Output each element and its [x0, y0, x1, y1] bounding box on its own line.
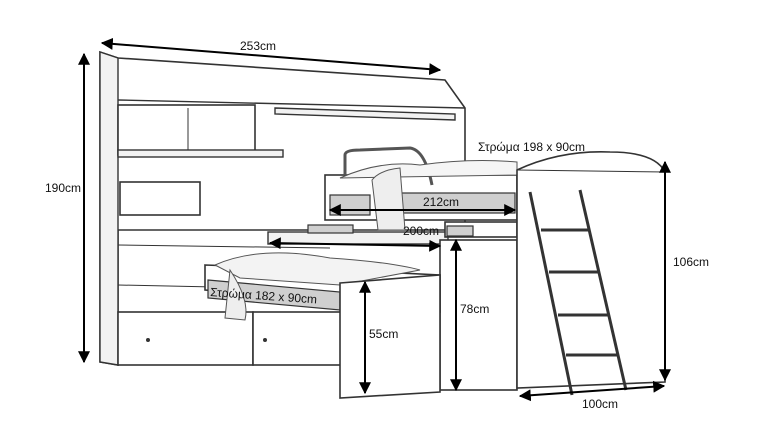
dimension-lines: [78, 37, 671, 402]
label-desk-height: 78cm: [460, 302, 489, 316]
label-platform-length: 200cm: [403, 224, 439, 238]
cabinet: [516, 151, 666, 389]
label-total-width: 253cm: [240, 39, 276, 53]
dim-100: [518, 380, 666, 402]
label-total-height: 190cm: [45, 181, 81, 195]
small-box: [119, 181, 201, 216]
label-pullout-height: 55cm: [369, 327, 398, 341]
label-cabinet-height: 106cm: [673, 255, 709, 269]
wall-unit: [99, 50, 466, 366]
ladder: [528, 189, 628, 396]
label-cabinet-width: 100cm: [582, 397, 618, 411]
label-upper-mattress: Στρώμα 198 x 90cm: [478, 140, 585, 154]
wall-shelf: [274, 107, 456, 121]
label-loft-length: 212cm: [423, 195, 459, 209]
dim-200: [268, 237, 442, 252]
upper-cabinet: [117, 104, 256, 156]
drawer-unit: [117, 311, 344, 366]
dim-253: [100, 37, 442, 76]
